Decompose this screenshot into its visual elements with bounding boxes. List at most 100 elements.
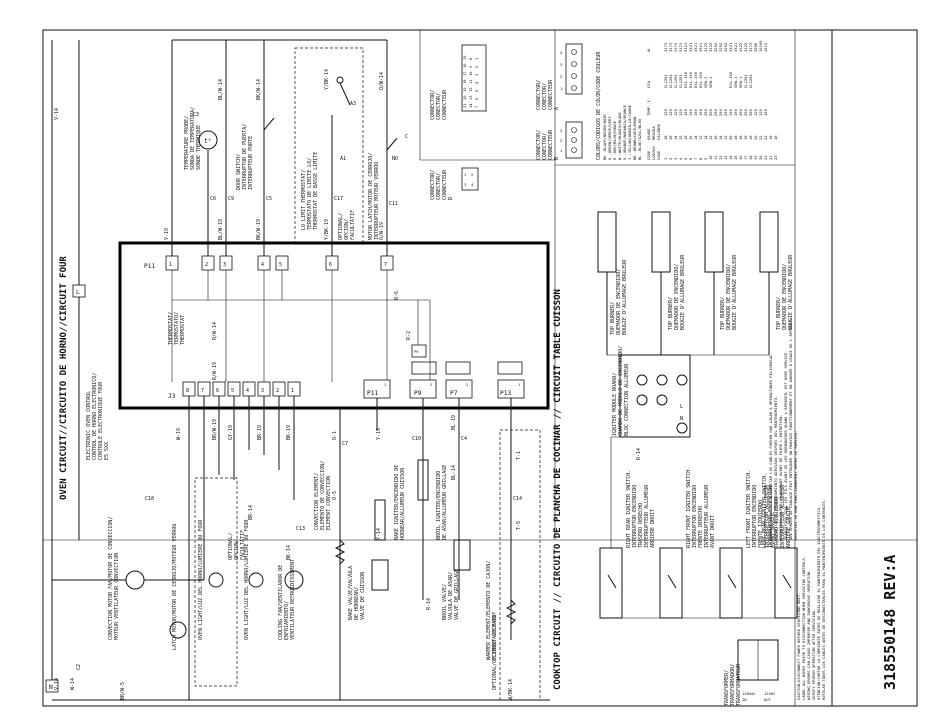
wt-cell: 18	[683, 135, 688, 140]
j3-pin-num: 4	[246, 388, 249, 394]
wt-cell: 18	[768, 135, 773, 140]
wt-cell: 150	[733, 108, 738, 116]
caution-line: ROTULAR TODOS LOS CABLES ANTES DE DESCON…	[821, 499, 826, 700]
optional-label: OPTIONAL/	[228, 533, 234, 560]
switch-label: INTERRUPTEUR ALLUMEUR	[644, 484, 650, 548]
conn-cell: 21	[462, 103, 467, 108]
switch-left-rear: LEFT REAR IGNITER SWITCH. INTERRUPTOR EN…	[762, 473, 798, 619]
module-terminal	[636, 374, 648, 386]
relay-label: P13	[500, 390, 511, 397]
load-label: VALVE DE GRILLAGE	[454, 569, 460, 620]
wt-cell: 18	[748, 135, 753, 140]
p9-sub-label: P9	[414, 349, 419, 354]
relay-p9: P9 2	[409, 379, 437, 399]
j3-pin-num: 2	[276, 388, 279, 394]
oven-light-icon	[248, 572, 264, 588]
voltage-label: OUT	[764, 697, 772, 702]
wt-subheader: MEDIDA	[651, 126, 656, 140]
switch-label: LEFT FRONT IGNITER SWITCH.	[746, 470, 752, 548]
conn-id: C6	[210, 196, 216, 202]
conn-pin-num: 1	[560, 86, 563, 91]
load-label: VALVE DE CUISSON	[360, 572, 366, 620]
wt-cell: 3173	[748, 43, 753, 52]
broil-valve-icon	[453, 539, 471, 571]
conn-id: A3	[350, 101, 356, 107]
burner-4: TOP BURNER/ QUEMADOR DE ENCENDIDO/ BOUGI…	[759, 211, 794, 355]
caution-line: VERIFY PROPER OPERATION AFTER SERVICING.	[811, 609, 816, 700]
wt-cell: 4	[678, 157, 683, 160]
bake-igniter-icon	[374, 499, 386, 541]
conn-pin	[571, 61, 577, 67]
wt-cell: 3252	[713, 43, 718, 52]
switch-label: INTERRUPTEUR ALLUMEUR	[704, 484, 710, 548]
connector-d: CONNECTOR/ CONECTOR/ CONNECTEUR D 1 2 3 …	[430, 167, 479, 200]
conn-pin-num: 3	[560, 62, 562, 67]
switch-label: LEFT REAR IGNITER SWITCH.	[762, 473, 768, 548]
wt-cell: 14	[673, 135, 678, 140]
wt-cell: 18	[733, 135, 738, 140]
wt-cell: 3	[673, 158, 678, 160]
motor-latch-switch-icon	[386, 137, 398, 151]
p11-connector: P11 1 2 3 4 5 6 7	[144, 255, 394, 271]
wt-cell: 125	[668, 109, 673, 116]
wt-cell: 13	[723, 155, 728, 160]
load-label: BAKE IGNITER/ENCENDIDO DE	[394, 465, 400, 540]
color-item: O -ORANGE/NARANJA/ORANGE	[622, 104, 627, 160]
wire-label: R/W-14	[212, 322, 218, 340]
wt-cell: 19	[753, 155, 758, 160]
wt-cell: 150	[763, 108, 768, 116]
wt-cell: 3252	[723, 43, 728, 52]
burner-1: TOP BURNER/ QUEMADOR DE ENCENDIDO/ BOUGI…	[597, 211, 628, 355]
wt-cell: 17	[743, 155, 748, 160]
module-terminal-label: L	[680, 404, 683, 410]
j3-pin-num: 5	[231, 388, 234, 394]
burner-icon	[704, 211, 724, 273]
cooling-fan-icon	[284, 570, 304, 590]
burner-label: BOUGIE D'ALLUMAGE BRULEUR	[680, 254, 686, 330]
wt-cell: 125	[673, 109, 678, 116]
terminal-n-label: N	[49, 684, 53, 691]
cooktop-circuit-title: COOKTOP CIRCUIT // CIRCUITO DE PLANCHA D…	[553, 289, 563, 690]
probe-glyph: t°	[204, 137, 211, 145]
conn-cell: 6	[474, 97, 479, 100]
convection-element-icon	[334, 539, 346, 565]
motor-latch-label: INTERRUPTEUR MOTEUR VERROU	[374, 162, 380, 240]
wire-label: BL-19	[451, 415, 457, 430]
wt-cell: EXL-150	[683, 71, 688, 88]
wt-cell: 3122	[743, 43, 748, 52]
conn-pin	[571, 85, 577, 91]
terminal-l-label: L	[76, 289, 80, 296]
load-label: ELEMENT RECHAUD	[492, 615, 498, 660]
control-label: CONTROL DE HORNO ELECTRONICO/	[92, 373, 98, 460]
igniter-module-label: GUARDO DE MODULO DE ENCENDIDO/	[618, 346, 624, 436]
wt-cell: CL1251	[663, 74, 668, 88]
conn-cell: 1	[464, 172, 467, 177]
wire-label: R-14	[426, 598, 432, 610]
wt-cell: 12	[678, 135, 683, 140]
load-label: BAKE VALVE/VALVULA	[348, 566, 354, 620]
wt-cell: 8	[698, 157, 703, 160]
wt-cell: 9	[703, 157, 708, 160]
burner-label: QUEMADOR DE ENCENDIDO/	[782, 264, 788, 330]
wt-subheader: CODE	[656, 150, 661, 160]
load-label: BROIL IGNITER/ENCENDIDO	[436, 471, 442, 540]
transformer-label: TRANSFORMER/	[724, 670, 730, 706]
color-legend-header: COLORS/CODIGOS DE COLOR/CODE COULEUR	[596, 51, 602, 160]
optional-label: FACULTATIF	[240, 530, 246, 560]
conn-grid	[461, 44, 487, 112]
load-label: VALVULA DE ASAR/	[448, 572, 454, 620]
wt-cell: CL1251	[668, 74, 673, 88]
j3-pin-num: 3	[261, 388, 264, 394]
igniter-module-label: BLOC CONNECTION ALLUMEUR	[624, 363, 630, 436]
conn-id: C3	[193, 112, 199, 118]
load-id: C7	[342, 441, 348, 447]
wt-cell: 14	[703, 135, 708, 140]
load-label: LATCH MOTOR/MOTOR DE CERROJO/MOTEUR VERR…	[172, 524, 178, 650]
wt-cell: 200	[743, 108, 748, 116]
conn-id: C11	[389, 201, 398, 207]
module-terminal	[656, 374, 668, 386]
wire-label: R-2	[406, 331, 412, 340]
conn-cell: 3	[464, 182, 466, 187]
wt-cell: 7	[693, 158, 698, 160]
wire-label: V-14	[54, 108, 60, 120]
